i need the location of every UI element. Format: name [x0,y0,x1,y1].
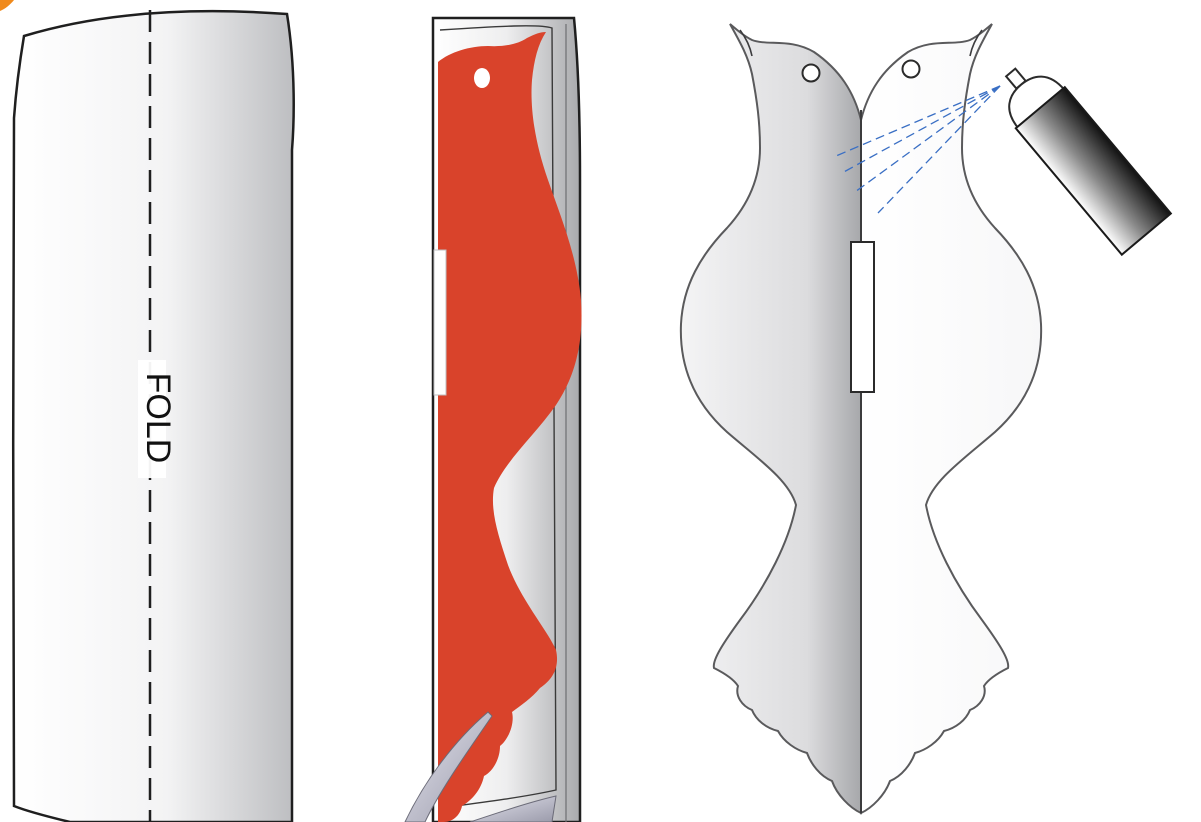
bird-slot [851,242,874,392]
panel-spray-paint-bird [681,24,1171,813]
template-eye-hole [474,68,490,88]
bird-eye-hole-left [803,65,820,82]
bird-eye-hole-right [903,61,920,78]
panel-folded-paper: FOLD [13,10,294,822]
corner-mark [0,0,14,11]
fold-label: FOLD [139,373,177,464]
template-notch [434,250,446,395]
panel-cut-bird-template [405,18,582,822]
spray-can-body [1016,87,1171,255]
bird-left-half [681,24,861,813]
spray-can-icon [986,52,1171,255]
bird-right-half [861,24,1041,813]
